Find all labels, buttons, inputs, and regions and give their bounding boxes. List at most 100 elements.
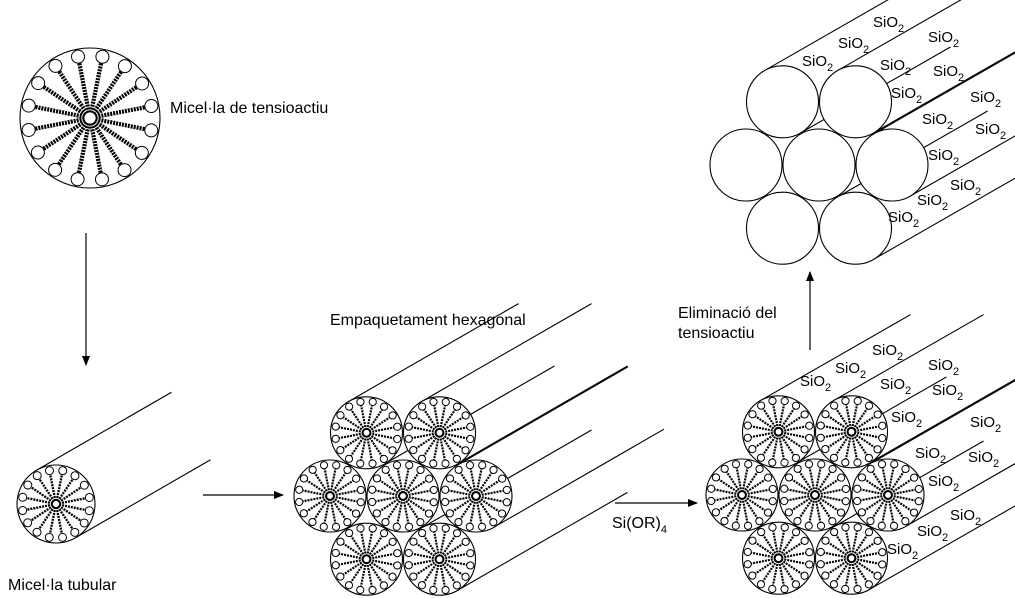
surfactant-head: [793, 464, 802, 473]
surfactant-head: [914, 497, 923, 506]
surfactant-tail: [711, 487, 740, 496]
silica-base: SiO: [835, 360, 860, 377]
surfactant-tail: [833, 531, 851, 557]
surfactant-head: [780, 523, 789, 532]
surfactant-head: [429, 459, 438, 468]
surfactant-head: [821, 445, 830, 454]
surfactant-head: [388, 537, 397, 546]
surfactant-head: [800, 536, 809, 545]
surfactant-head: [489, 518, 498, 527]
surfactant-head: [853, 396, 862, 406]
silica-coated-micelle: [778, 458, 852, 532]
surfactant-tail: [771, 560, 779, 590]
surfactant-head: [331, 422, 340, 431]
surfactant-head: [441, 485, 450, 494]
silica-label: SiO2: [888, 209, 919, 230]
surfactant-tail: [329, 465, 338, 494]
surfactant-tail: [833, 433, 851, 459]
surfactant-head: [392, 461, 402, 470]
surfactant-tail: [359, 561, 367, 591]
surfactant-tail: [844, 434, 852, 463]
surfactant-head: [828, 464, 837, 474]
surfactant-head: [429, 485, 438, 495]
surfactant-tail: [869, 468, 888, 494]
surfactant-head: [70, 172, 85, 187]
surfactant-head: [429, 585, 438, 595]
surfactant-tail: [439, 528, 447, 557]
surfactant-head: [381, 465, 390, 474]
surfactant-tail: [53, 64, 89, 115]
surfactant-tail: [820, 557, 849, 566]
surfactant-tail: [55, 470, 64, 502]
surfactant-head: [816, 547, 825, 557]
silica-label: SiO2: [891, 409, 922, 430]
surfactant-tail: [852, 405, 870, 430]
surfactant-tail: [457, 469, 476, 495]
surfactant-head: [707, 496, 716, 506]
silica-label: SiO2: [975, 121, 1006, 142]
surfactant-head: [791, 401, 801, 410]
surfactant-tail: [824, 539, 850, 558]
surfactant-head: [461, 572, 470, 581]
surfactant-tail: [796, 468, 815, 494]
surfactant-tail: [365, 561, 374, 591]
surfactant-head: [791, 453, 800, 463]
surfactant-tail: [36, 119, 87, 155]
surfactant-tail: [322, 498, 331, 527]
surfactant-head: [800, 571, 809, 580]
surfactant-tail: [58, 503, 90, 512]
surfactant-head: [452, 529, 462, 538]
surfactant-tail: [853, 413, 879, 432]
surfactant-tail: [783, 494, 813, 503]
surfactant-head: [117, 59, 132, 74]
surfactant-head: [308, 465, 317, 474]
surfactant-head: [352, 474, 361, 483]
surfactant-tail: [441, 559, 467, 578]
surfactant-tail: [335, 425, 364, 434]
surfactant-tail: [384, 497, 403, 523]
surfactant-head: [441, 524, 450, 533]
surfactant-head: [404, 522, 414, 531]
surfactant-tail: [303, 477, 329, 496]
surfactant-tail: [408, 551, 437, 560]
silica-base: SiO: [880, 57, 905, 74]
surfactant-tail: [359, 435, 367, 464]
surfactant-tail: [852, 531, 870, 557]
surfactant-tail: [95, 103, 152, 119]
silica-label: SiO2: [928, 473, 959, 494]
surfactant-head: [331, 548, 340, 558]
surfactant-tail: [402, 498, 411, 528]
surfactant-tail: [432, 528, 441, 557]
silica-label: SiO2: [922, 111, 953, 132]
surfactant-head: [763, 508, 773, 517]
surfactant-head: [144, 123, 159, 138]
silica-subscript: 2: [958, 72, 964, 84]
surfactant-tail: [330, 469, 349, 495]
surfactant-tail: [408, 425, 437, 434]
surfactant-tail: [779, 433, 797, 459]
surfactant-head: [452, 454, 461, 464]
silica-subscript: 2: [1000, 130, 1006, 142]
surfactant-tail: [335, 558, 364, 567]
surfactant-head: [755, 464, 764, 474]
surfactant-head: [821, 536, 830, 545]
surfactant-head: [461, 446, 470, 455]
surfactant-tail: [751, 413, 777, 432]
silica-subscript: 2: [825, 382, 831, 394]
surfactant-head: [44, 532, 54, 542]
surfactant-tail: [441, 433, 467, 452]
surfactant-head: [452, 581, 461, 590]
mesoporous-tube-upper: [837, 0, 962, 72]
surfactant-tail: [432, 561, 440, 591]
surfactant-tail: [889, 495, 915, 514]
silica-base: SiO: [950, 507, 975, 524]
structure-shapes: [16, 0, 1015, 596]
surfactant-head: [756, 453, 766, 462]
silica-base: SiO: [932, 382, 957, 399]
surfactant-head: [711, 473, 721, 482]
surfactant-tail: [335, 432, 364, 440]
silica-subscript: 2: [897, 351, 903, 363]
surfactant-tail: [888, 468, 907, 494]
surfactant-tail: [880, 463, 889, 493]
silica-subscript: 2: [942, 201, 948, 213]
